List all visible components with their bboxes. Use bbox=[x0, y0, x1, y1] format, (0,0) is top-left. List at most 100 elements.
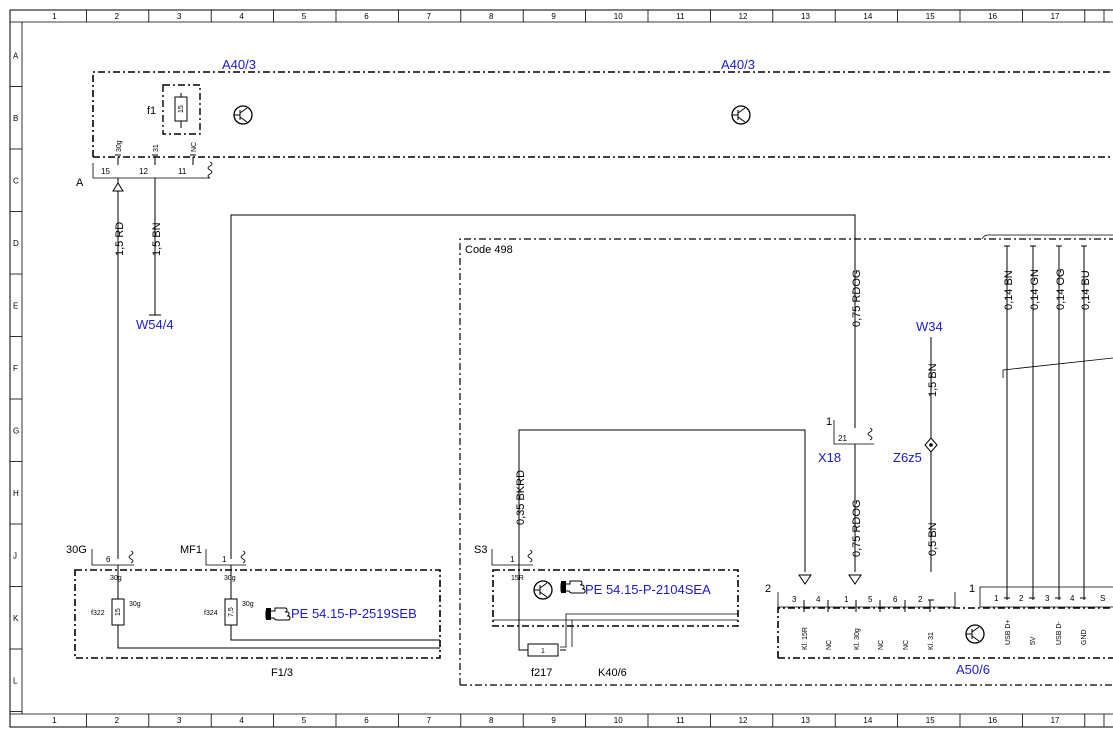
pointing-hand-icon bbox=[265, 607, 291, 621]
sheet-frame bbox=[9, 9, 1113, 728]
column-number-bottom: 3 bbox=[177, 716, 182, 725]
column-number-top: 7 bbox=[427, 12, 432, 21]
a50-6-pin-number: 4 bbox=[816, 595, 821, 604]
w54-4-label[interactable]: W54/4 bbox=[136, 317, 174, 332]
column-number-bottom: 11 bbox=[676, 716, 685, 725]
row-letter: L bbox=[13, 676, 18, 685]
a50-6-pin-number: 2 bbox=[918, 595, 923, 604]
a50-6-pin-signal: Kl. 30g bbox=[854, 628, 861, 650]
reference-link-pe-2104[interactable]: PE 54.15-P-2104SEA bbox=[585, 582, 711, 597]
row-letter: J bbox=[13, 551, 17, 560]
f1-value: 15 bbox=[178, 105, 185, 113]
row-letter: E bbox=[13, 301, 18, 310]
a40-pin-15: 15 bbox=[101, 167, 110, 176]
a50-6-pin-number: 6 bbox=[893, 595, 898, 604]
row-letter: H bbox=[13, 489, 19, 498]
row-letter: B bbox=[13, 114, 18, 123]
a40-pin-12: 12 bbox=[139, 167, 148, 176]
a50-6-usb-pin-number: 1 bbox=[994, 594, 999, 603]
f1-3-box bbox=[74, 569, 441, 659]
a50-6-connector-1: 1 bbox=[969, 583, 975, 595]
a50-6-pin-signal: Kl. 31 bbox=[928, 632, 935, 650]
f324-30g-top: 30g bbox=[224, 575, 236, 582]
wire-label-0-14-bn: 0,14 BN bbox=[1003, 270, 1015, 310]
reference-link-pe-2519[interactable]: PE 54.15-P-2519SEB bbox=[291, 606, 417, 621]
column-number-bottom: 2 bbox=[115, 716, 120, 725]
transistor-symbol-icon bbox=[233, 105, 253, 125]
a50-6-usb-pin-signal: USB D- bbox=[1056, 621, 1063, 645]
x18-label[interactable]: X18 bbox=[818, 450, 841, 465]
z6z5-label[interactable]: Z6z5 bbox=[893, 450, 922, 465]
a40-signal-nc: NC bbox=[191, 142, 198, 152]
column-number-top: 13 bbox=[801, 12, 810, 21]
wire-label-0-35-bkrd: 0,35 BKRD bbox=[515, 470, 527, 525]
column-number-top: 5 bbox=[302, 12, 307, 21]
a50-6-usb-pin-number: 2 bbox=[1019, 594, 1024, 603]
column-number-bottom: 17 bbox=[1051, 716, 1060, 725]
f1-label: f1 bbox=[147, 105, 156, 117]
w34-label[interactable]: W34 bbox=[916, 319, 943, 334]
f324-fuse-symbol bbox=[224, 598, 238, 626]
row-letter: C bbox=[13, 176, 19, 185]
f322-label: f322 bbox=[91, 610, 105, 617]
column-number-top: 3 bbox=[177, 12, 182, 21]
column-number-bottom: 7 bbox=[427, 716, 432, 725]
terminal-30g-label: 30G bbox=[66, 544, 87, 556]
column-number-top: 4 bbox=[239, 12, 244, 21]
column-number-bottom: 1 bbox=[52, 716, 57, 725]
column-number-top: 12 bbox=[739, 12, 748, 21]
a50-6-pin-signal: NC bbox=[826, 640, 833, 650]
wire-label-0-14-gn: 0,14 GN bbox=[1029, 269, 1041, 310]
wire-label-0-5-bn: 0,5 BN bbox=[927, 522, 939, 556]
f217-fuse-symbol bbox=[527, 643, 559, 657]
column-number-bottom: 8 bbox=[489, 716, 494, 725]
f217-label: f217 bbox=[531, 667, 552, 679]
f324-label: f324 bbox=[204, 610, 218, 617]
f322-value: 15 bbox=[115, 608, 122, 616]
x18-pin-21: 21 bbox=[838, 434, 847, 443]
row-letter: K bbox=[13, 614, 19, 623]
a50-6-label[interactable]: A50/6 bbox=[956, 662, 990, 677]
transistor-symbol-icon bbox=[731, 105, 751, 125]
a50-6-connector-2: 2 bbox=[765, 583, 771, 595]
f322-fuse-symbol bbox=[111, 598, 125, 626]
column-number-bottom: 4 bbox=[239, 716, 244, 725]
column-number-top: 8 bbox=[489, 12, 494, 21]
column-number-top: 10 bbox=[614, 12, 623, 21]
column-number-bottom: 14 bbox=[863, 716, 872, 725]
code-498-label: Code 498 bbox=[465, 244, 513, 256]
f217-value: 1 bbox=[541, 648, 545, 655]
row-letter: F bbox=[13, 364, 18, 373]
a40-pin-11: 11 bbox=[178, 167, 187, 176]
f322-30g-side: 30g bbox=[129, 601, 141, 608]
column-number-bottom: 6 bbox=[364, 716, 369, 725]
k40-6-box bbox=[492, 569, 739, 627]
f1-3-label: F1/3 bbox=[271, 667, 293, 679]
mf1-pin: 1 bbox=[222, 555, 227, 564]
a40-3-label-left: A40/3 bbox=[222, 57, 256, 72]
a50-6-pin-number: 5 bbox=[868, 595, 873, 604]
row-letter: D bbox=[13, 239, 19, 248]
a50-6-box bbox=[777, 607, 1113, 659]
a50-6-usb-pin-number: 4 bbox=[1070, 594, 1075, 603]
row-letter: G bbox=[13, 426, 19, 435]
a40-3-label-right: A40/3 bbox=[721, 57, 755, 72]
column-number-bottom: 5 bbox=[302, 716, 307, 725]
code-498-box bbox=[459, 238, 1113, 685]
column-number-top: 17 bbox=[1051, 12, 1060, 21]
a50-6-pin-number: 3 bbox=[792, 595, 797, 604]
column-number-top: 14 bbox=[863, 12, 872, 21]
column-number-top: 16 bbox=[988, 12, 997, 21]
a50-6-pin-number: 1 bbox=[844, 595, 849, 604]
a50-6-usb-pin-signal: GND bbox=[1081, 629, 1088, 645]
s3-signal-15r: 15R bbox=[511, 575, 524, 582]
wire-label-0-75-rdog-bottom: 0,75 RDOG bbox=[851, 500, 863, 557]
column-number-top: 2 bbox=[115, 12, 120, 21]
x18-pin-1: 1 bbox=[826, 416, 832, 428]
wire-label-0-14-bu: 0,14 BU bbox=[1080, 270, 1092, 310]
column-number-top: 6 bbox=[364, 12, 369, 21]
pointing-hand-icon bbox=[560, 580, 586, 594]
